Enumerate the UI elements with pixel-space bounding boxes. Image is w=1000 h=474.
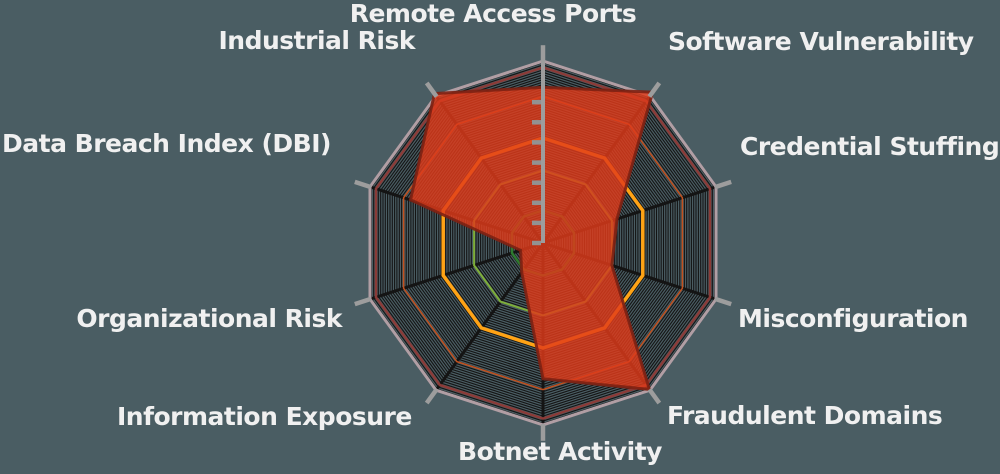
axis-label-misconfiguration: Misconfiguration bbox=[738, 304, 968, 333]
axis-label-industrial-risk: Industrial Risk bbox=[218, 26, 416, 55]
axis-label-data-breach-index: Data Breach Index (DBI) bbox=[2, 129, 331, 158]
axis-label-credential-stuffing: Credential Stuffing bbox=[740, 132, 1000, 161]
axis-label-organizational-risk: Organizational Risk bbox=[76, 304, 342, 333]
axis-label-fraudulent-domains: Fraudulent Domains bbox=[667, 401, 943, 430]
axis-label-software-vulnerability: Software Vulnerability bbox=[668, 27, 974, 56]
axis-label-botnet-activity: Botnet Activity bbox=[458, 437, 662, 466]
axis-label-remote-access-ports: Remote Access Ports bbox=[349, 0, 637, 28]
axis-label-information-exposure: Information Exposure bbox=[117, 402, 412, 431]
